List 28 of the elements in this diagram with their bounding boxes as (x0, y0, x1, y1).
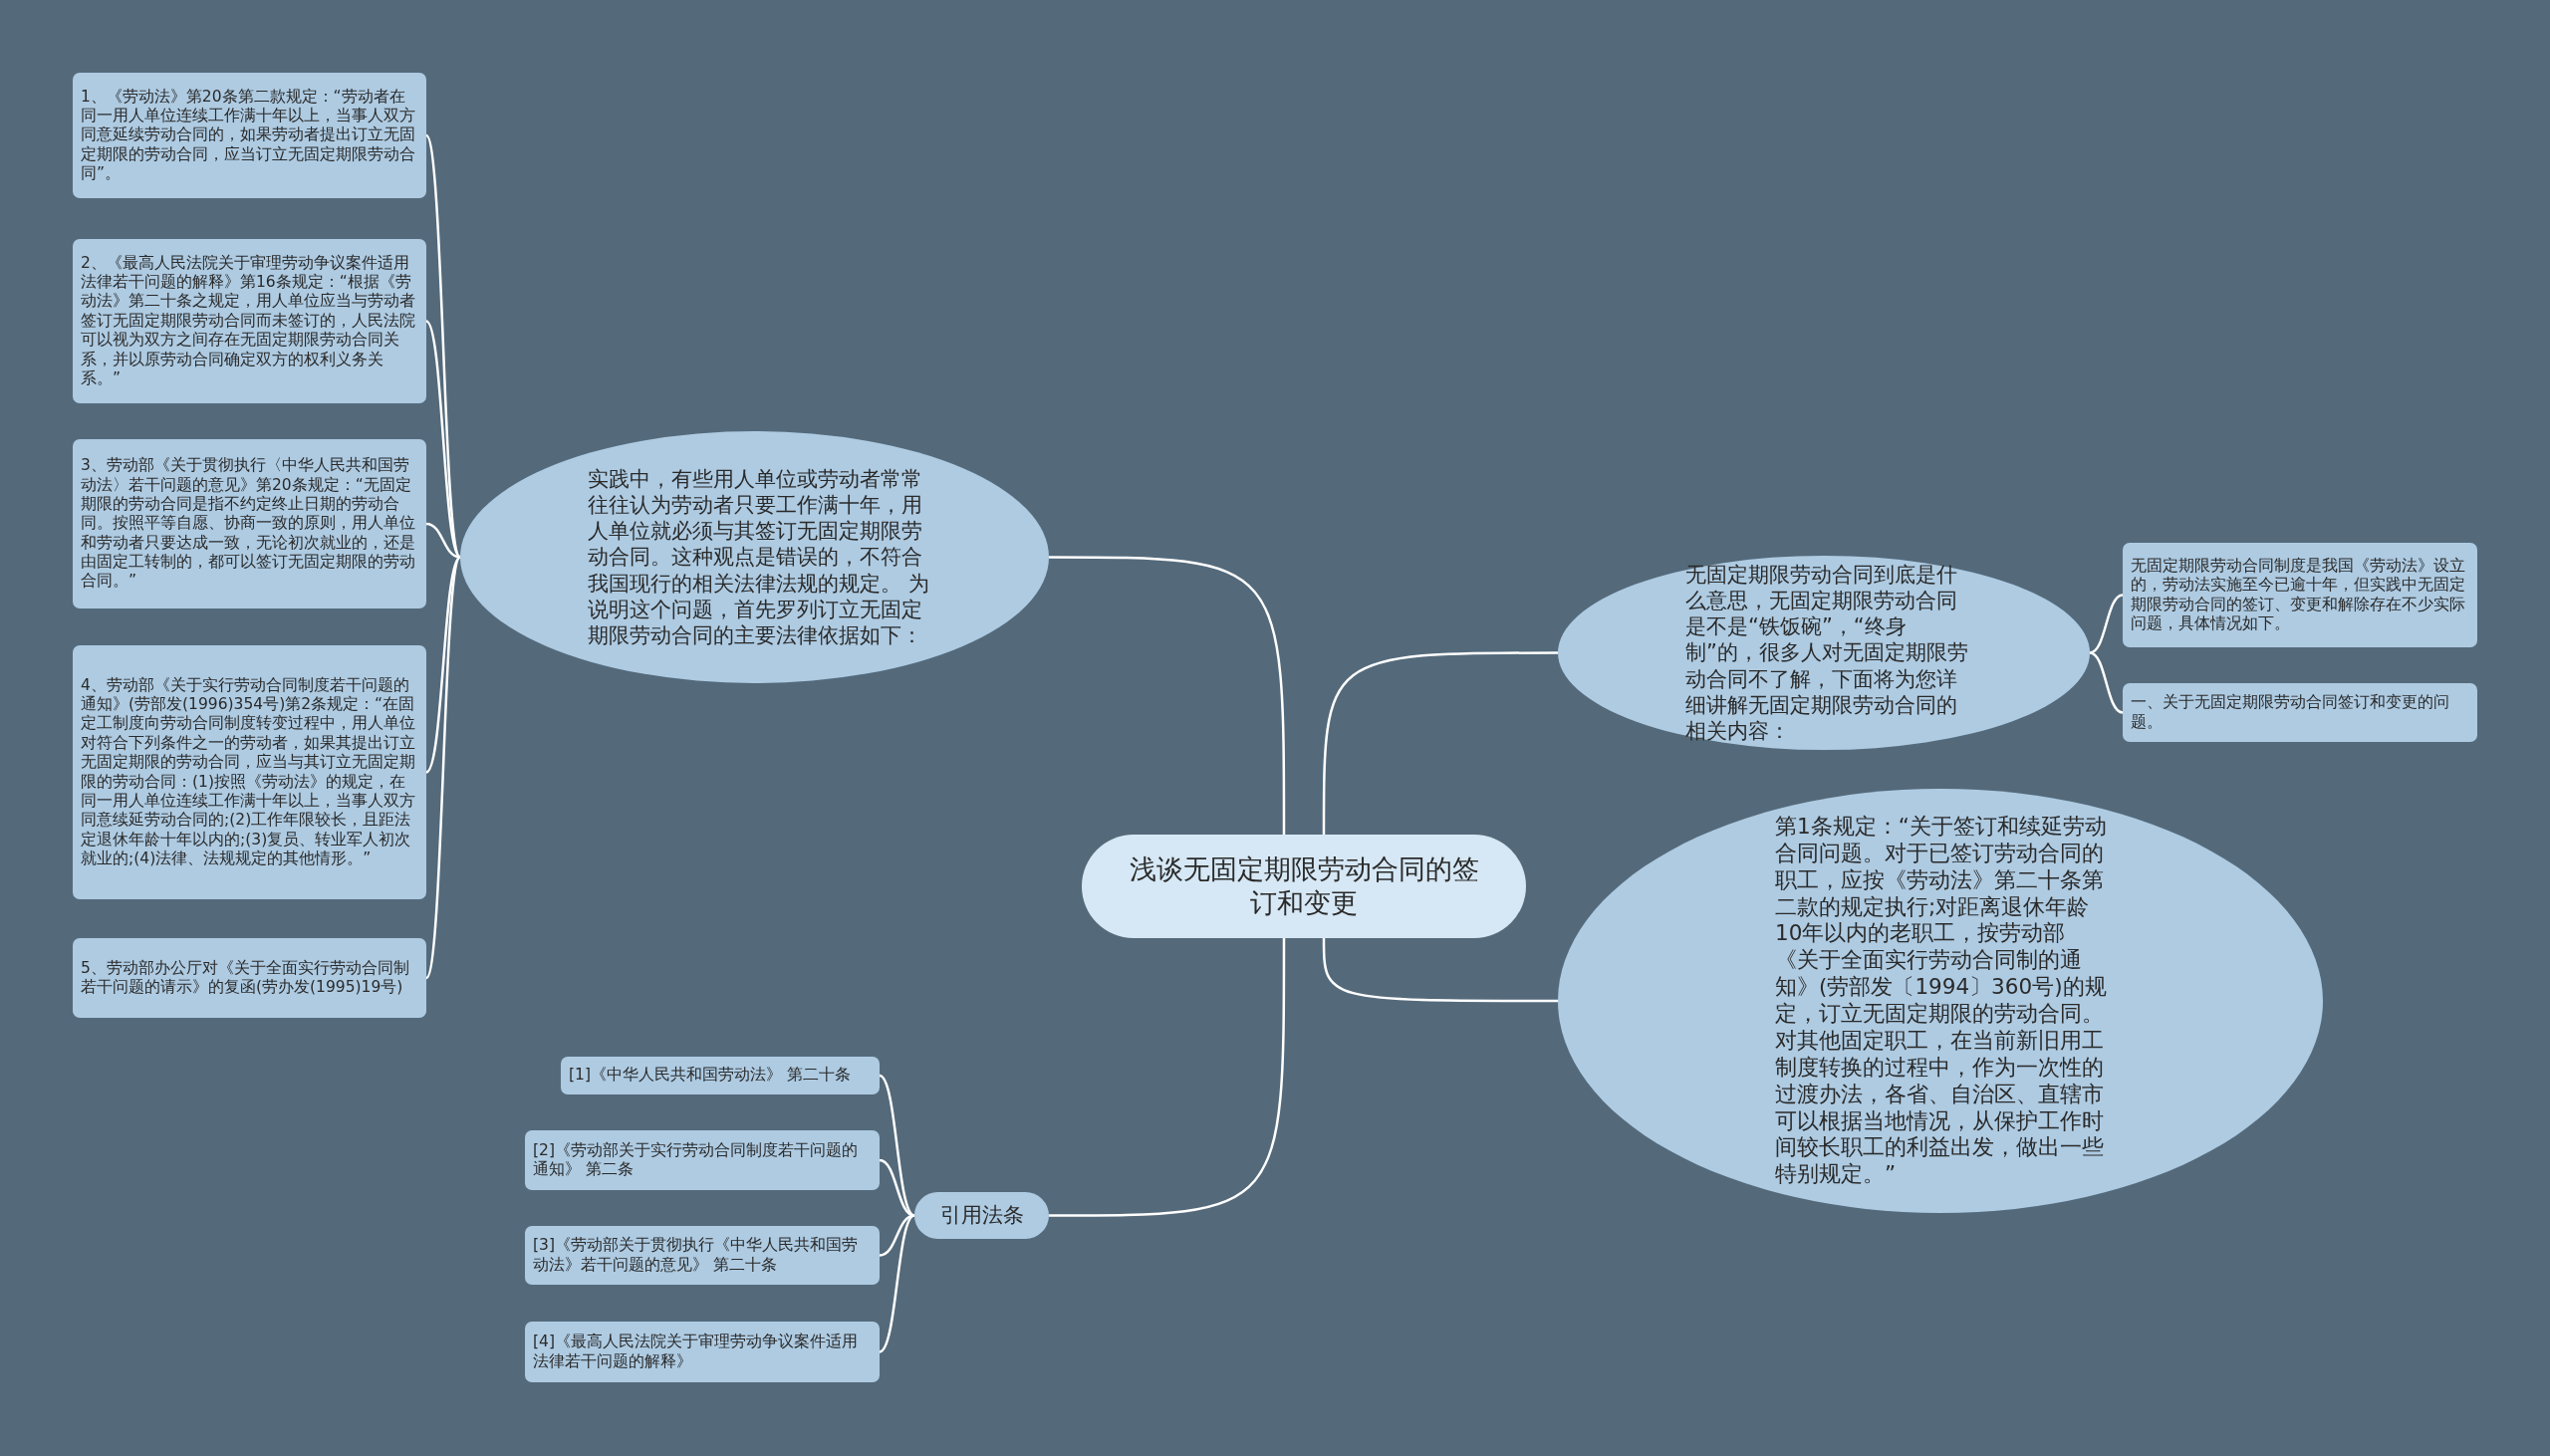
note-box: 5、劳动部办公厅对《关于全面实行劳动合同制若干问题的请示》的复函(劳办发(1995)19号) (73, 938, 426, 1018)
note-box: 一、关于无固定期限劳动合同签订和变更的问题。 (2123, 683, 2477, 742)
note-box: [2]《劳动部关于实行劳动合同制度若干问题的通知》 第二条 (525, 1130, 880, 1190)
note-box: 3、劳动部《关于贯彻执行〈中华人民共和国劳动法〉若干问题的意见》第20条规定：“无固定期限的劳动合同是指不约定终止日期的劳动合同。按照平等自愿、协商一致的原则，用人单位和劳动者只要达成一致，无论初次就业的，还是由固定工转制的，都可以签订无固定期限的劳动合同。” (73, 439, 426, 608)
connector-line (1322, 938, 1558, 1003)
note-box: 无固定期限劳动合同制度是我国《劳动法》设立的，劳动法实施至今已逾十年，但实践中无固定期限劳动合同的签订、变更和解除存在不少实际问题，具体情况如下。 (2123, 543, 2477, 647)
note-box: [3]《劳动部关于贯彻执行《中华人民共和国劳动法》若干问题的意见》 第二十条 (525, 1226, 880, 1285)
connector-line (2089, 594, 2124, 654)
connector-line (1049, 938, 1286, 1217)
note-box: 4、劳动部《关于实行劳动合同制度若干问题的通知》(劳部发(1996)354号)第2条规定：“在固定工制度向劳动合同制度转变过程中，用人单位对符合下列条件之一的劳动者，如果其提出订立无固定期限的劳动合同，应当与其订立无固定期限的劳动合同：(1)按照《劳动法》的规定，在同一用人单位连续工作满十年以上，当事人双方同意续延劳动合同的;(2)工作年限较长，且距法定退休年龄十年以内的;(3)复员、转业军人初次就业的;(4)法律、法规规定的其他情形。” (73, 645, 426, 899)
connector-line (879, 1214, 915, 1353)
connector-line (424, 556, 462, 979)
connector-line (2089, 651, 2124, 714)
note-box: [4]《最高人民法院关于审理劳动争议案件适用法律若干问题的解释》 (525, 1322, 880, 1382)
connector-line (1322, 651, 1558, 835)
connector-line (879, 1158, 915, 1217)
branch-label-box: 引用法条 (914, 1192, 1049, 1239)
topic-bubble: 第1条规定：“关于签订和续延劳动合同问题。对于已签订劳动合同的职工，应按《劳动法》第二十条第二款的规定执行;对距离退休年龄10年以内的老职工，按劳动部《关于全面实行劳动合同制的通知》(劳部发〔1994〕360号)的规定，订立无固定期限的劳动合同。对其他固定职工，在当前新旧用工制度转换的过程中，作为一次性的过渡办法，各省、自治区、直辖市可以根据当地情况，从保护工作时间较长职工的利益出发，做出一些特别规定。” (1558, 789, 2323, 1213)
connector-line (1049, 556, 1286, 835)
topic-bubble: 实践中，有些用人单位或劳动者常常往往认为劳动者只要工作满十年，用人单位就必须与其签订无固定期限劳动合同。这种观点是错误的，不符合我国现行的相关法律法规的规定。 为说明这个问题，首先罗列订立无固定期限劳动合同的主要法律依据如下： (460, 431, 1049, 683)
connector-line (425, 522, 461, 559)
note-box: 1、《劳动法》第20条第二款规定：“劳动者在同一用人单位连续工作满十年以上，当事人双方同意延续劳动合同的，如果劳动者提出订立无固定期限的劳动合同，应当订立无固定期限劳动合同”。 (73, 73, 426, 198)
central-topic-box: 浅谈无固定期限劳动合同的签订和变更 (1082, 835, 1526, 938)
note-box: 2、《最高人民法院关于审理劳动争议案件适用法律若干问题的解释》第16条规定：“根据《劳动法》第二十条之规定，用人单位应当与劳动者签订无固定期限劳动合同而未签订的，人民法院可以视为双方之间存在无固定期限劳动合同关系，并以原劳动合同确定双方的权利义务关系。” (73, 239, 426, 403)
connector-line (879, 1074, 915, 1217)
note-box: [1]《中华人民共和国劳动法》 第二十条 (561, 1057, 880, 1094)
connector-line (425, 320, 461, 559)
topic-bubble: 无固定期限劳动合同到底是什么意思，无固定期限劳动合同是不是“铁饭碗”，“终身制”的，很多人对无固定期限劳动合同不了解，下面将为您详细讲解无固定期限劳动合同的相关内容： (1558, 556, 2090, 750)
